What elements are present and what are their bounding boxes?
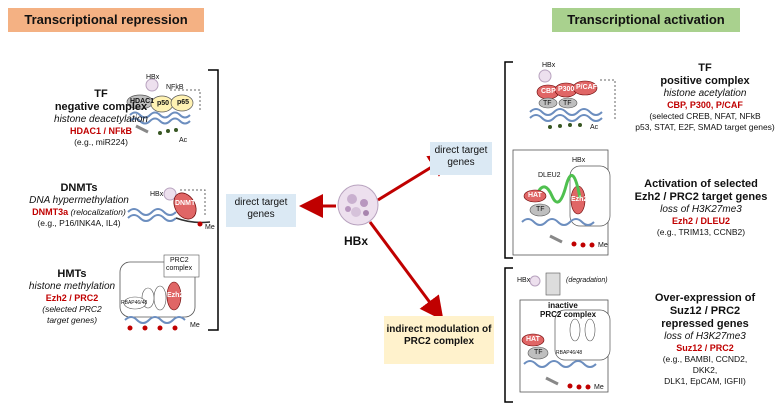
left-block-tf-negative: TF negative complex histone deacetylatio… [38, 88, 164, 148]
label-p50: p50 [157, 100, 170, 107]
label-p65: p65 [177, 99, 190, 106]
label-cbp: CBP [541, 88, 556, 95]
label-inactive-b: PRC2 complex [540, 310, 597, 319]
cartoon-prc2 [119, 254, 200, 331]
hbx-center-label: HBx [344, 234, 369, 248]
right-3-title-b: Suz12 / PRC2 [669, 305, 741, 317]
cartoon-tf-negative [126, 78, 201, 135]
right-3-subtitle: loss of H3K27me3 [664, 331, 746, 342]
label-inactive-a: inactive [548, 301, 578, 310]
right-3-example-2: DKK2, [692, 365, 718, 375]
right-3-title: Over-expression of [654, 292, 756, 304]
right-2-example: (e.g., TRIM13, CCNB2) [656, 227, 746, 237]
right-1-example-2: p53, STAT, E2F, SMAD target genes) [635, 122, 775, 132]
right-3-example-3: DLK1, EpCAM, IGFII) [664, 376, 746, 386]
left-block-dnmts: DNMTs DNA hypermethylation DNMT3a (reloc… [24, 182, 134, 229]
left-block-hmts: HMTs histone methylation Ezh2 / PRC2 (se… [22, 268, 122, 326]
label-rbap-2: RBAP46/48 [556, 350, 583, 356]
label-tf-3: TF [536, 206, 545, 213]
direct-target-genes-right: direct target genes [430, 142, 492, 175]
direct-left-text: direct target genes [234, 197, 288, 220]
right-3-red: Suz12 / PRC2 [676, 343, 734, 353]
cartoon-dnmt [127, 187, 211, 227]
left-1-subtitle: histone deacetylation [54, 114, 148, 125]
right-1-example: (selected CREB, NFAT, NFkB [649, 111, 761, 121]
label-dleu2: DLEU2 [538, 172, 561, 179]
left-1-example: (e.g., miR224) [74, 137, 128, 147]
label-hbx-5: HBx [517, 277, 531, 284]
left-1-red: HDAC1 / NFkB [69, 126, 132, 136]
left-3-example: (selected PRC2 [42, 304, 102, 314]
label-me-3: Me [598, 242, 608, 249]
right-3-example: (e.g., BAMBI, CCND2, [662, 354, 748, 364]
label-hbx-1: HBx [146, 74, 160, 81]
label-tf-2: TF [563, 100, 572, 107]
right-1-subtitle: histone acetylation [663, 88, 747, 99]
left-3-title: HMTs [57, 268, 87, 280]
label-hbx-3: HBx [542, 62, 556, 69]
right-2-red: Ezh2 / DLEU2 [671, 216, 730, 226]
label-ac-2: Ac [590, 124, 599, 131]
left-bracket [208, 69, 219, 331]
right-1-red: CBP, P300, P/CAF [667, 100, 743, 110]
label-tf-4: TF [534, 349, 543, 356]
right-1-title-b: positive complex [660, 75, 750, 87]
right-bracket-bottom [504, 267, 513, 403]
left-2-title: DNMTs [60, 182, 98, 194]
left-1-title-b: negative complex [54, 101, 148, 113]
right-2-title: Activation of selected [644, 178, 758, 190]
label-hat-2: HAT [526, 336, 540, 343]
right-3-title-c: repressed genes [661, 318, 749, 330]
label-dnmt3a: DNMT3a [175, 200, 204, 207]
left-2-red: DNMT3a [32, 207, 69, 217]
right-2-title-b: Ezh2 / PRC2 target genes [634, 191, 768, 203]
left-1-title: TF [94, 88, 108, 100]
label-hdac1: HDAC1 [130, 98, 155, 105]
left-3-subtitle: histone methylation [28, 281, 116, 292]
label-hbx-4: HBx [572, 157, 586, 164]
label-me-2: Me [190, 322, 200, 329]
label-tf-1: TF [543, 100, 552, 107]
cartoon-tf-positive [529, 69, 616, 129]
label-ezh2-1: Ezh2 [167, 292, 184, 299]
label-me-4: Me [594, 384, 604, 391]
label-me-1: Me [205, 224, 215, 231]
right-block-suz12: Over-expression of Suz12 / PRC2 represse… [630, 292, 780, 387]
label-degradation: (degradation) [566, 277, 608, 284]
left-3-example-2: target genes) [46, 315, 98, 325]
cartoon-dleu2 [512, 149, 611, 256]
direct-right-text: direct target genes [434, 145, 488, 168]
left-2-example: (e.g., P16/INK4A, IL4) [37, 218, 121, 228]
right-block-ezh2: Activation of selected Ezh2 / PRC2 targe… [622, 178, 780, 238]
label-hbx-2: HBx [150, 191, 164, 198]
label-ezh2-2: Ezh2 [571, 196, 588, 203]
activation-header: Transcriptional activation [552, 8, 740, 32]
right-bracket-top [504, 61, 513, 259]
right-1-title: TF [698, 62, 712, 74]
repression-header: Transcriptional repression [8, 8, 204, 32]
arrow-down-right [368, 221, 444, 321]
label-pcaf: P/CAF [576, 84, 597, 91]
direct-target-genes-left: direct target genes [226, 194, 296, 227]
label-p300: P300 [558, 86, 575, 93]
right-2-subtitle: loss of H3K27me3 [660, 204, 742, 215]
hbx-sphere [337, 184, 379, 226]
indirect-modulation-box: indirect modulation of PRC2 complex [384, 316, 494, 364]
label-nfkb: NFkB [166, 84, 184, 91]
label-hat-1: HAT [528, 192, 542, 199]
label-prc2-a: PRC2 [170, 257, 189, 264]
left-2-red-note: (relocalization) [68, 207, 126, 217]
label-prc2-b: complex [166, 265, 193, 272]
label-rbap-1: RBAP46/48 [121, 300, 148, 306]
right-block-tf-positive: TF positive complex histone acetylation … [630, 62, 780, 133]
left-2-subtitle: DNA hypermethylation [29, 195, 129, 206]
left-3-red: Ezh2 / PRC2 [45, 293, 99, 303]
indirect-text: indirect modulation of PRC2 complex [386, 324, 492, 347]
cartoon-suz12 [519, 272, 611, 393]
label-ac-1: Ac [179, 137, 188, 144]
